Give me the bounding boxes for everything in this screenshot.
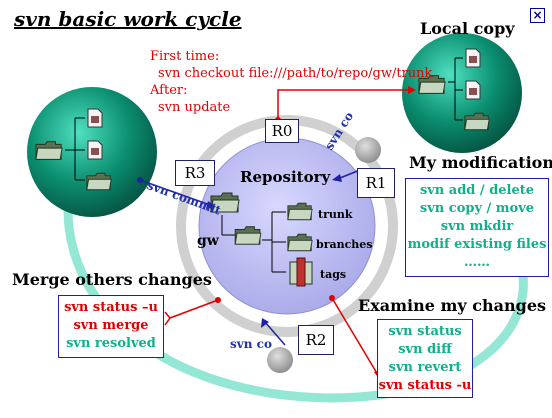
repository-title: Repository [240,168,331,186]
tags-icon [289,257,313,287]
label-r0: R0 [265,119,299,143]
merge-title: Merge others changes [12,270,212,289]
label-r3: R3 [175,160,215,186]
folder-branches-label: branches [316,238,373,251]
cmd-status: svn status [388,324,462,339]
label-r2: R2 [298,325,334,355]
cmd-add-delete: svn add / delete [419,183,535,198]
my-modifications-box: svn add / delete svn copy / move svn mkd… [405,178,549,277]
examine-title: Examine my changes [358,296,547,315]
cmd-copy-move: svn copy / move [419,201,535,216]
cmd-diff: svn diff [398,342,452,357]
repo-root-label: gw [197,233,219,249]
arrow-commit [139,179,211,206]
checkout-command: svn checkout file:///path/to/repo/gw/tru… [158,66,433,81]
update-command: svn update [158,100,231,115]
arrow-merge [169,299,219,319]
local-copy-sphere [402,33,522,153]
arrow-r1 [339,169,361,179]
page-title: svn basic work cycle [14,7,242,31]
cmd-modif-files: modif existing files [407,237,547,252]
folder-tags-label: tags [320,268,347,281]
local-copy-title: Local copy [420,19,515,38]
cmd-ellipsis: …… [464,255,490,270]
my-modifications-title: My modifications [409,153,552,172]
arrow-examine [331,297,379,376]
cmd-status-u-examine: svn status -u [378,378,472,393]
connector-sphere-bottom [267,347,293,373]
arrow-r0 [277,89,408,120]
checkout-note: First time: svn checkout file:///path/to… [150,48,432,116]
checkout-first-time: First time: [150,49,220,64]
label-r1: R1 [357,168,395,198]
cmd-mkdir: svn mkdir [440,219,514,234]
folder-trunk-label: trunk [318,208,353,221]
cmd-merge: svn merge [73,318,149,333]
checkout-after: After: [150,83,188,98]
examine-box: svn status svn diff svn revert svn statu… [377,319,473,398]
merge-box: svn status –u svn merge svn resolved [58,295,164,358]
close-icon[interactable]: × [530,8,545,23]
cmd-status-u: svn status –u [64,300,158,315]
repository-sphere [198,137,376,315]
cycle-ring [63,163,528,403]
cmd-revert: svn revert [388,360,462,375]
arrow-r2 [264,321,286,346]
cmd-resolved: svn resolved [66,336,156,351]
connector-sphere-top [355,137,381,163]
svn-co-bottom-label: svn co [230,337,272,351]
